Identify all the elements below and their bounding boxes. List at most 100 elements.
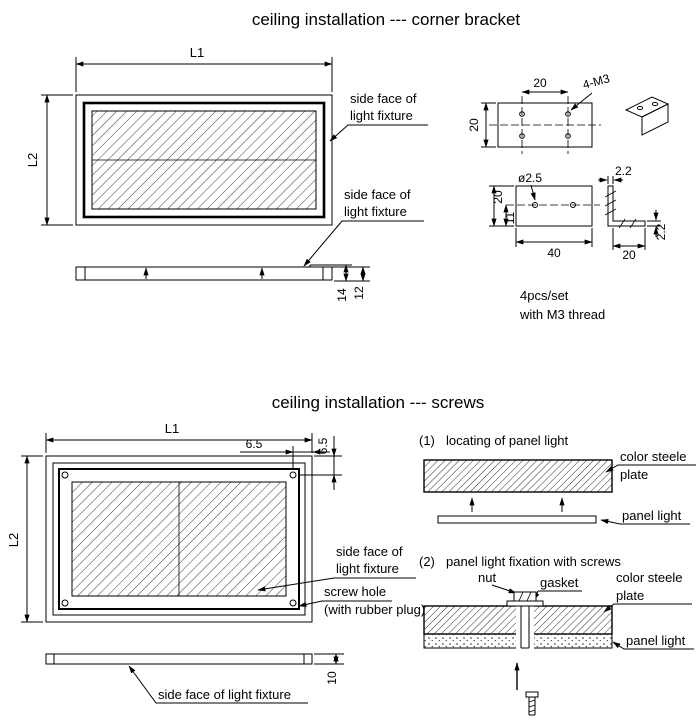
holes-callout-label: 4-M3 [581, 71, 611, 92]
side-face-label-line2: light fixture [336, 561, 399, 576]
side-face-label-line1: side face of [336, 544, 403, 559]
section-title-corner-bracket: ceiling installation --- corner bracket [252, 10, 521, 29]
dim-plate-width-label: 20 [467, 118, 481, 132]
side-view-strip [75, 266, 333, 281]
side-face-label-line2: light fixture [350, 108, 413, 123]
dim-12-label: 12 [352, 286, 366, 300]
dim-l2-label: L2 [25, 153, 40, 167]
panel-side-view [75, 264, 333, 281]
label-side-face-side: side face of light fixture [303, 187, 424, 267]
side-face-label2-line1: side face of [344, 187, 411, 202]
screw-assembly [423, 591, 613, 649]
label-steel-plate-1: color steele plate [605, 449, 696, 482]
dim-side-view-heights: 14 12 [312, 264, 370, 302]
corner-screw-hole [61, 599, 69, 607]
bracket-front-view: ø2.5 20 11 40 [489, 171, 600, 260]
bracket-front-hole [532, 202, 538, 208]
insert-arrow-and-screw [514, 662, 539, 716]
screw-head [525, 691, 539, 698]
note-line1: 4pcs/set [520, 288, 569, 303]
label-steel-plate-2: color steele plate [603, 570, 692, 613]
dim-l1-label: L1 [190, 45, 204, 60]
panel-light-1 [437, 497, 597, 524]
bracket-front-plate [515, 185, 593, 227]
gasket-washer [506, 600, 544, 607]
side-face-label2-line2: light fixture [344, 204, 407, 219]
bracket-top-view: 20 4-M3 20 [467, 71, 611, 154]
label-panel-light-2: panel light [612, 633, 694, 650]
section-corner-bracket: ceiling installation --- corner bracket … [25, 10, 670, 322]
step-1-number: (1) [419, 433, 435, 448]
steel-plate-2-label-line1: color steele [616, 570, 682, 585]
steel-plate-1-label-line1: color steele [620, 449, 686, 464]
dim-hole-diameter-label: ø2.5 [518, 171, 542, 185]
note-line2: with M3 thread [519, 307, 605, 322]
section-screws: ceiling installation --- screws L1 [6, 393, 696, 716]
screw-hole-label-line1: screw hole [324, 584, 386, 599]
dim-thickness-top-label: 2.2 [615, 164, 632, 178]
panel-inner-frame [82, 101, 326, 219]
steel-plate-1-label-line2: plate [620, 467, 648, 482]
panel-top-view-screws [45, 455, 313, 623]
nut-label: nut [478, 570, 496, 585]
panel-mid-frame [52, 462, 306, 616]
nut [513, 591, 537, 602]
dim-l1-label: L1 [165, 421, 179, 436]
steel-plate-1 [423, 459, 613, 493]
corner-screw-hole [61, 471, 69, 479]
screw-hole-label-line2: (with rubber plug) [324, 602, 425, 617]
bracket-3d-sketch [624, 96, 670, 136]
label-side-face-screws: side face of light fixture [257, 544, 416, 592]
bracket-hole [519, 133, 525, 139]
panel-light-1-label: panel light [622, 508, 682, 523]
corner-screw-hole [289, 471, 297, 479]
side-view-strip [45, 653, 313, 665]
dim-offset-horizontal: 6.5 [240, 437, 330, 469]
dim-10-label: 10 [325, 671, 339, 685]
dim-l2-label: L2 [6, 533, 21, 547]
label-screw-hole: screw hole (with rubber plug) [298, 584, 425, 617]
panel-light-strip [437, 515, 597, 524]
dim-foot-20-label: 20 [622, 248, 636, 262]
label-side-face-top: side face of light fixture [329, 91, 428, 142]
dim-l1-bottom: L1 [45, 421, 313, 453]
panel-outer-frame [45, 455, 313, 623]
section-title-screws: ceiling installation --- screws [272, 393, 485, 412]
bracket-l-profile: 2.2 20 2.2 [598, 164, 668, 262]
step-1: (1) locating of panel light [419, 433, 569, 448]
dim-thickness-right-label: 2.2 [654, 223, 668, 240]
bracket-hole [519, 111, 525, 117]
panel-outer-frame [75, 94, 333, 226]
label-nut: nut [478, 570, 517, 594]
gasket-label: gasket [540, 575, 579, 590]
dim-10: 10 [314, 653, 344, 685]
step-1-text: locating of panel light [446, 433, 569, 448]
side-face-label-line1: side face of [350, 91, 417, 106]
dim-14-label: 14 [335, 288, 349, 302]
dim-l1-top: L1 [75, 45, 333, 92]
step-2-number: (2) [419, 554, 435, 569]
dim-front-11-label: 11 [503, 211, 517, 224]
label-side-face-bottom: side face of light fixture [128, 665, 308, 704]
panel-top-view [75, 94, 333, 226]
panel-side-view-screws [45, 653, 313, 665]
bracket-hole [565, 133, 571, 139]
dim-6_5-h-label: 6.5 [246, 437, 263, 451]
bracket-note: 4pcs/set with M3 thread [519, 288, 605, 322]
dim-l2-left: L2 [25, 94, 73, 226]
bracket-hole [565, 111, 571, 117]
l-profile-shape [607, 185, 646, 227]
label-panel-light-1: panel light [600, 508, 690, 525]
dim-front-40-label: 40 [547, 246, 561, 260]
label-gasket: gasket [533, 575, 582, 601]
dim-6_5-v-label: 6.5 [316, 437, 330, 454]
dim-front-20-label: 20 [491, 190, 505, 204]
step-2-text: panel light fixation with screws [446, 554, 621, 569]
step-2: (2) panel light fixation with screws [419, 554, 621, 569]
bracket-front-hole [570, 202, 576, 208]
steel-plate-2-label-line2: plate [616, 588, 644, 603]
panel-light-2-label: panel light [626, 633, 686, 648]
dim-offset-vertical: 6.5 [299, 436, 342, 490]
